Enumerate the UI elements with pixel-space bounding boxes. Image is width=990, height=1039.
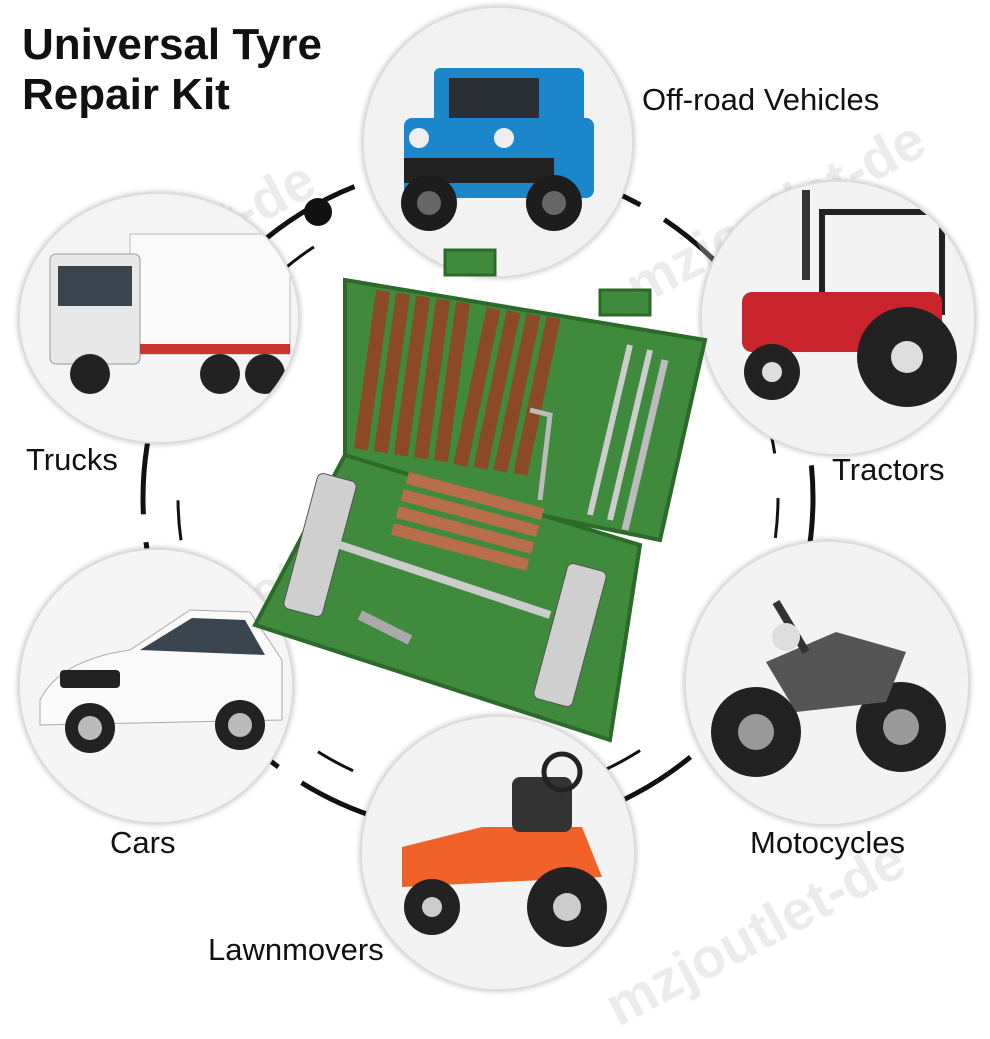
repair-kit-case-image <box>252 248 708 743</box>
page-title: Universal Tyre Repair Kit <box>22 20 322 120</box>
motorcycle-image <box>684 540 970 826</box>
label-trucks: Trucks <box>26 442 118 477</box>
truck-image <box>18 192 300 444</box>
label-motorcycles: Motocycles <box>750 825 906 860</box>
lawnmower-image <box>360 715 636 991</box>
tractor-image <box>700 180 976 456</box>
label-offroad: Off-road Vehicles <box>642 82 880 117</box>
ring-dot <box>304 198 332 226</box>
label-tractors: Tractors <box>832 452 945 487</box>
offroad-vehicle-image <box>362 6 634 278</box>
title-line-1: Universal Tyre <box>22 20 323 69</box>
car-image <box>18 548 294 824</box>
title-line-2: Repair Kit <box>22 70 230 119</box>
label-cars: Cars <box>110 825 176 860</box>
label-lawnmowers: Lawnmovers <box>208 932 384 967</box>
